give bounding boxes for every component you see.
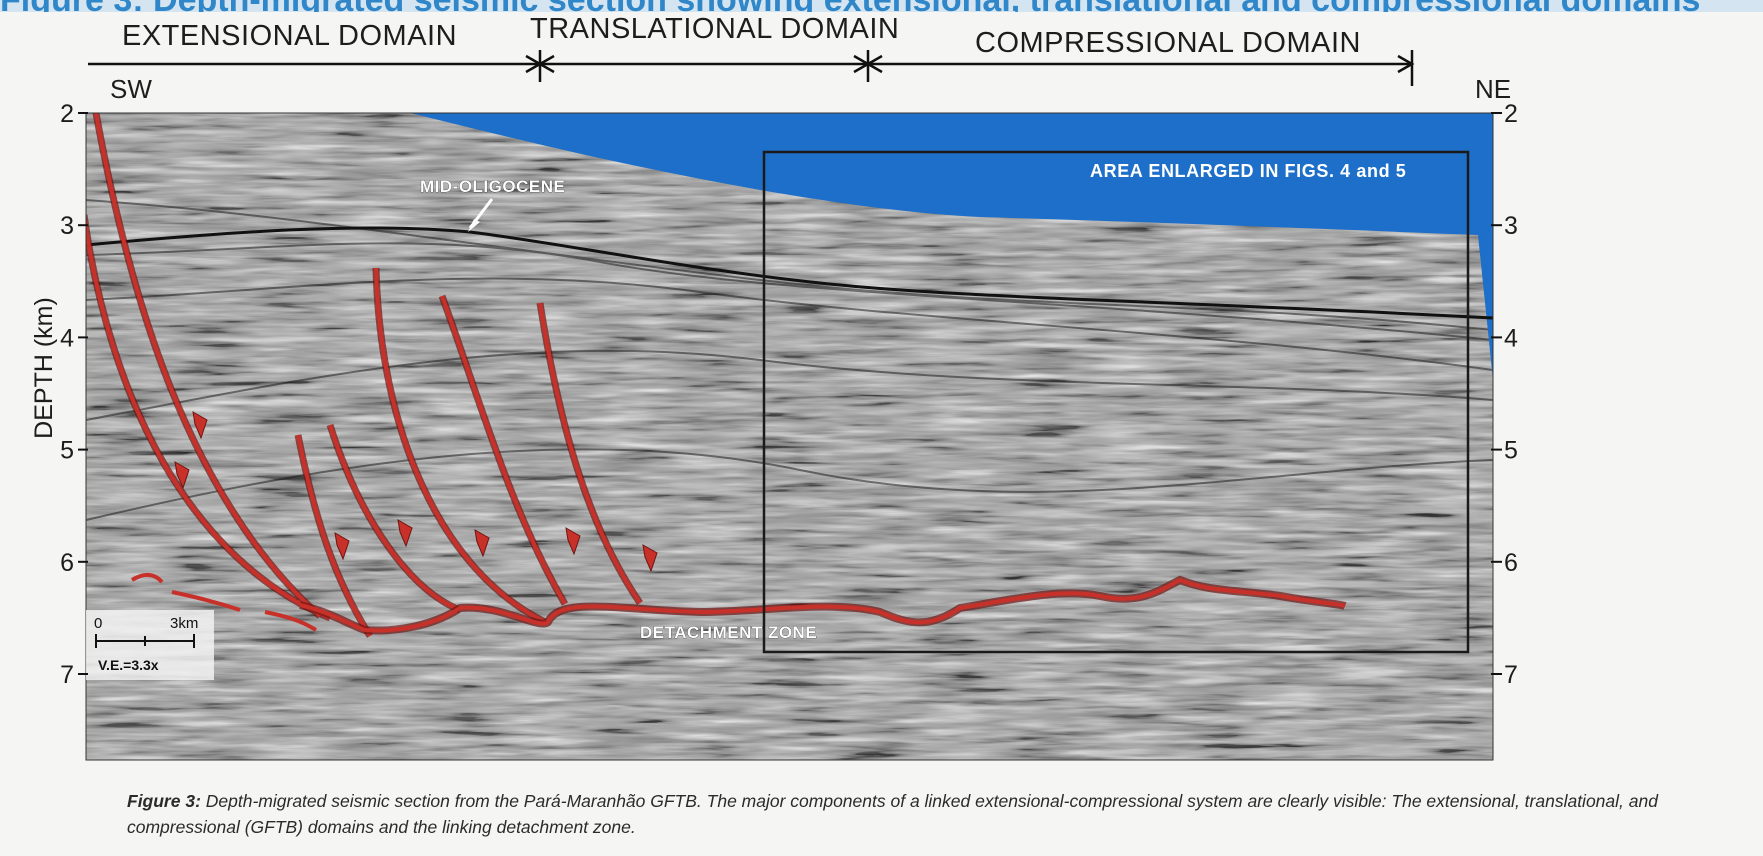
fault-3 [296, 434, 372, 638]
seismic-section [86, 113, 1493, 760]
translational-domain-label: TRANSLATIONAL DOMAIN [530, 13, 899, 45]
seismic-figure: EXTENSIONAL DOMAIN TRANSLATIONAL DOMAIN … [30, 13, 1518, 761]
caption-text: Depth-migrated seismic section from the … [127, 791, 1658, 837]
detachment-segments [130, 573, 318, 632]
depth-tick-label-right-5: 7 [1504, 661, 1518, 689]
depth-tick-label-left-2: 4 [60, 324, 74, 352]
direction-sw-label: SW [110, 74, 152, 104]
scale-bar-start: 0 [94, 615, 102, 632]
fault-5 [374, 267, 546, 624]
slip-arrows [174, 411, 658, 573]
direction-ne-label: NE [1475, 74, 1511, 104]
mid-oligocene-label: MID-OLIGOCENE [420, 177, 565, 196]
depth-tick-label-left-3: 5 [60, 437, 74, 465]
scale-bar-end: 3km [170, 615, 198, 632]
enlarged-area-label: AREA ENLARGED IN FIGS. 4 and 5 [1090, 161, 1406, 181]
water-column [410, 113, 1493, 380]
span-markers [525, 50, 1415, 86]
detachment-fault [299, 577, 1346, 633]
cropped-slide-title: Figure 3: Depth-migrated seismic section… [0, 0, 1763, 12]
reflectors [86, 199, 1493, 521]
depth-tick-label-right-1: 3 [1504, 212, 1518, 240]
depth-tick-label-left-0: 2 [60, 100, 74, 128]
depth-tick-label-right-2: 4 [1504, 324, 1518, 352]
scale-bar: 0 3km V.E.=3.3x [86, 610, 214, 680]
depth-tick-label-left-5: 7 [60, 661, 74, 689]
caption-label: Figure 3: [127, 791, 201, 811]
fault-7 [538, 302, 642, 605]
fault-6 [440, 295, 567, 606]
depth-axis-title: DEPTH (km) [30, 297, 58, 439]
fault-4 [328, 424, 461, 612]
compressional-domain-label: COMPRESSIONAL DOMAIN [975, 27, 1361, 59]
depth-tick-label-left-1: 3 [60, 212, 74, 240]
fault-1 [94, 113, 322, 618]
depth-tick-label-right-0: 2 [1504, 100, 1518, 128]
scale-bar-line [95, 634, 195, 648]
vertical-exaggeration-label: V.E.=3.3x [98, 657, 159, 673]
depth-tick-label-left-4: 6 [60, 549, 74, 577]
domain-header: EXTENSIONAL DOMAIN TRANSLATIONAL DOMAIN … [88, 13, 1511, 104]
scale-bar-panel [86, 610, 214, 680]
enlarged-area-box [762, 150, 1470, 654]
fault-2 [86, 214, 331, 620]
depth-tick-label-right-4: 6 [1504, 549, 1518, 577]
extensional-domain-label: EXTENSIONAL DOMAIN [122, 20, 457, 52]
mid-oligocene-arrowhead [468, 219, 480, 232]
figure-caption: Figure 3: Depth-migrated seismic section… [127, 788, 1687, 840]
faults [86, 113, 642, 638]
depth-axis-right: 2 3 4 5 6 7 [1491, 100, 1518, 689]
plot-frame [85, 112, 1494, 761]
depth-tick-label-right-3: 5 [1504, 437, 1518, 465]
mid-oligocene-horizon [86, 226, 1493, 320]
depth-axis-left: 2 3 4 5 6 7 [60, 100, 88, 689]
detachment-zone-label: DETACHMENT ZONE [640, 623, 817, 642]
cropped-slide-title-text: Figure 3: Depth-migrated seismic section… [0, 0, 1700, 12]
